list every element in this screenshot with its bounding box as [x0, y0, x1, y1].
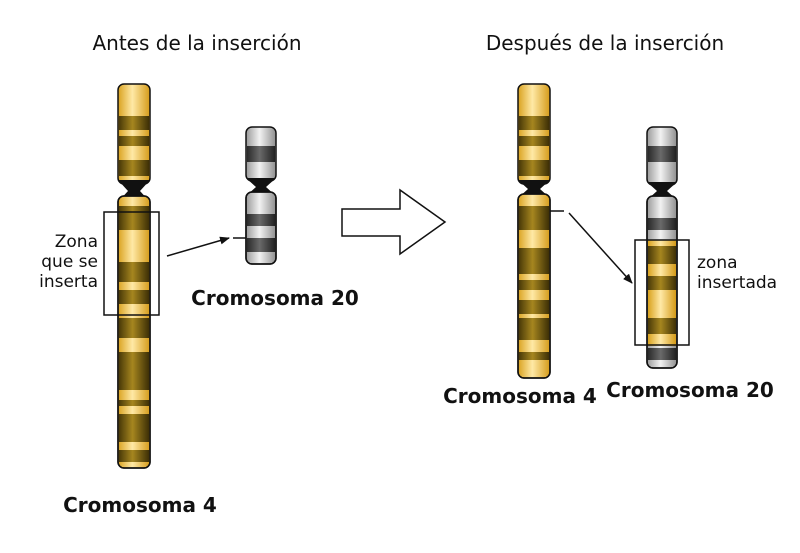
- before-chromosome-4: [117, 83, 151, 469]
- after-chrom4-label: Cromosoma 4: [443, 384, 597, 408]
- after-chromosome-4: [517, 83, 551, 379]
- after-zone-label-line-1: zona: [697, 253, 738, 273]
- before-chromosome-20: [245, 126, 277, 265]
- before-zone-label: Zona que se inserta: [39, 232, 98, 292]
- before-chrom4-label: Cromosoma 4: [63, 493, 217, 517]
- after-insertion-arrow: [568, 212, 633, 284]
- before-zone-label-line-2: que se: [41, 252, 98, 272]
- before-zone-label-line-3: inserta: [39, 272, 98, 292]
- transition-arrow: [341, 188, 447, 256]
- after-title: Después de la inserción: [486, 31, 724, 55]
- before-zone-box: [103, 211, 160, 316]
- before-insertion-arrow: [166, 236, 230, 257]
- after-chromosome-20: [646, 126, 678, 369]
- after-zone-box: [634, 239, 690, 346]
- before-chrom20-label: Cromosoma 20: [191, 286, 359, 310]
- before-title: Antes de la inserción: [92, 31, 301, 55]
- after-chrom20-label: Cromosoma 20: [606, 378, 774, 402]
- after-zone-label: zona insertada: [697, 253, 777, 293]
- before-zone-label-line-1: Zona: [55, 232, 98, 252]
- after-zone-label-line-2: insertada: [697, 273, 777, 293]
